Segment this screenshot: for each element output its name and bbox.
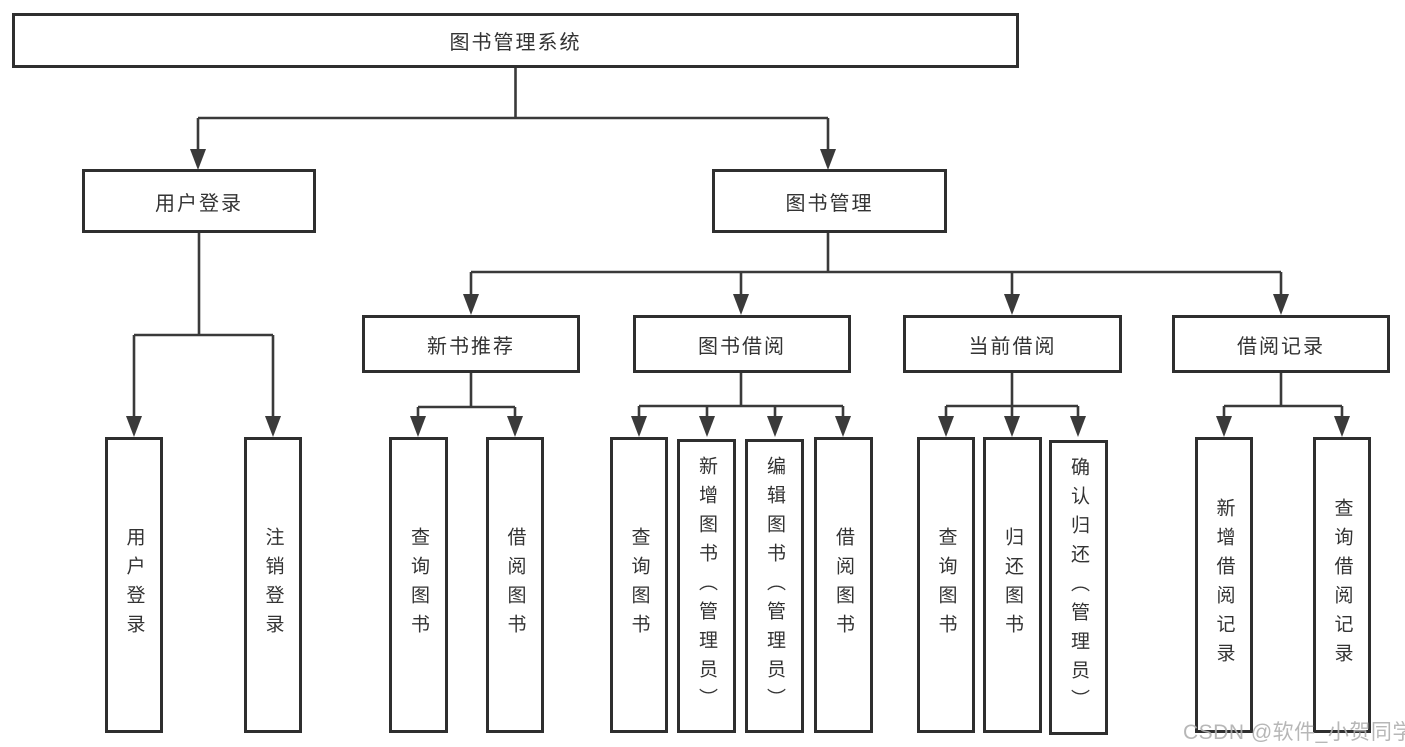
node-book-borrowing: 图书借阅: [633, 315, 851, 373]
node-label: 新书推荐: [427, 335, 515, 358]
leaf-query-borrow-record: 查询借阅记录: [1313, 437, 1371, 733]
leaf-return-books: 归还图书: [983, 437, 1042, 733]
leaf-confirm-return-admin: 确认归还（管理员）: [1049, 440, 1108, 735]
node-system-root: 图书管理系统: [12, 13, 1019, 68]
node-label: 用户登录: [155, 192, 243, 215]
leaf-newbook-query-books: 查询图书: [389, 437, 448, 733]
node-label: 确认归还（管理员）: [1068, 457, 1089, 718]
leaf-add-borrow-record: 新增借阅记录: [1195, 437, 1253, 733]
node-current-borrowing: 当前借阅: [903, 315, 1122, 373]
node-label: 注销登录: [262, 527, 284, 643]
node-label: 借阅图书: [504, 527, 526, 643]
node-book-management: 图书管理: [712, 169, 947, 233]
leaf-logout: 注销登录: [244, 437, 302, 733]
csdn-watermark: CSDN @软件_小贺同学: [1183, 721, 1405, 744]
node-label: 查询图书: [935, 527, 957, 643]
leaf-user-login: 用户登录: [105, 437, 163, 733]
node-label: 查询图书: [408, 527, 429, 643]
node-label: 图书借阅: [698, 335, 786, 358]
leaf-newbook-borrow-books: 借阅图书: [486, 437, 544, 733]
node-label: 图书管理系统: [449, 32, 582, 54]
node-label: 查询图书: [628, 527, 650, 643]
node-label: 查询借阅记录: [1331, 498, 1353, 672]
node-label: 当前借阅: [968, 335, 1057, 358]
node-label: 用户登录: [123, 527, 145, 643]
leaf-borrow-books: 借阅图书: [814, 437, 873, 733]
node-borrowing-records: 借阅记录: [1172, 315, 1390, 373]
leaf-borrow-query-books: 查询图书: [610, 437, 668, 733]
node-label: 图书管理: [785, 192, 874, 215]
node-user-login-group: 用户登录: [82, 169, 316, 233]
node-label: 借阅图书: [833, 527, 854, 643]
node-new-book-recommend: 新书推荐: [362, 315, 580, 373]
leaf-edit-book-admin: 编辑图书（管理员）: [745, 439, 804, 733]
node-label: 归还图书: [1002, 527, 1023, 643]
node-label: 编辑图书（管理员）: [764, 455, 785, 717]
leaf-current-query-books: 查询图书: [917, 437, 975, 733]
node-label: 借阅记录: [1237, 335, 1325, 358]
leaf-add-book-admin: 新增图书（管理员）: [677, 439, 736, 733]
node-label: 新增图书（管理员）: [696, 455, 717, 717]
node-label: 新增借阅记录: [1213, 498, 1235, 672]
